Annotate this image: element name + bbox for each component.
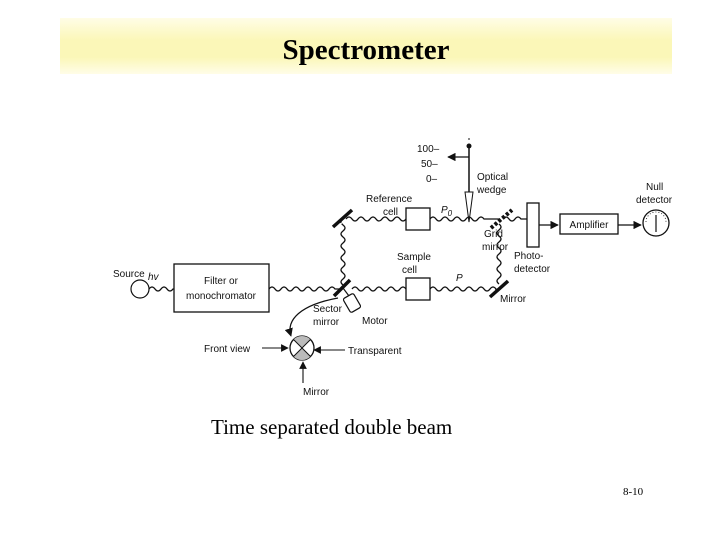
scale-tick-100: 100– — [417, 144, 440, 155]
optical-wedge-label-line1: Optical — [477, 172, 508, 183]
right-mirror-label: Mirror — [500, 294, 527, 305]
null-detector-label-line1: Null — [646, 182, 663, 193]
beam-sector-to-reference-mirror — [340, 218, 346, 286]
grid-mirror: Grid mirror — [482, 208, 514, 253]
reference-cell-label-line2: cell — [383, 207, 398, 218]
p-label: P — [456, 273, 463, 284]
page-number: 8-10 — [623, 486, 644, 498]
beam-source-filter — [148, 286, 174, 292]
hv-label: hv — [148, 272, 160, 283]
scale-tick-0: 0– — [426, 174, 438, 185]
sector-mirror-label-line1: Sector — [313, 304, 343, 315]
right-mirror: Mirror — [488, 279, 527, 305]
diagram-caption: Time separated double beam — [211, 415, 453, 439]
sample-cell-label-line1: Sample — [397, 252, 431, 263]
photodetector: Photo- detector — [514, 202, 551, 275]
reference-mirror — [331, 208, 355, 230]
optical-wedge: Optical wedge — [464, 172, 508, 223]
transparent-label: Transparent — [348, 346, 402, 357]
sample-cell: Sample cell P — [397, 252, 463, 301]
null-detector: Null detector — [636, 182, 673, 237]
scale-indicator: 100– 50– 0– — [417, 143, 472, 192]
front-view-label: Front view — [204, 344, 251, 355]
beam-reference-path — [345, 216, 500, 222]
source: Source hv — [113, 269, 160, 299]
beam-right-mirror-to-grid — [496, 223, 502, 285]
filter-monochromator-box: Filter or monochromator — [173, 263, 270, 313]
filter-label-line2: monochromator — [186, 291, 257, 302]
grid-mirror-label-line1: Grid — [484, 229, 503, 240]
beam-grid-to-photodetector — [502, 216, 527, 222]
photodetector-label-line1: Photo- — [514, 251, 543, 262]
sector-mirror-label-line2: mirror — [313, 317, 340, 328]
beam-sample-path — [351, 286, 498, 292]
reference-cell: Reference cell P0 — [366, 194, 453, 231]
mirror-bottom-label: Mirror — [303, 387, 330, 398]
sector-front-view — [289, 335, 315, 361]
source-label: Source — [113, 269, 145, 280]
slide-title: Spectrometer — [282, 34, 450, 66]
filter-label-line1: Filter or — [204, 276, 239, 287]
grid-mirror-label-line2: mirror — [482, 242, 509, 253]
sample-cell-label-line2: cell — [402, 265, 417, 276]
amplifier: Amplifier — [559, 213, 619, 235]
beam-filter-sector — [268, 286, 341, 292]
photodetector-label-line2: detector — [514, 264, 551, 275]
reference-cell-label-line1: Reference — [366, 194, 413, 205]
motor: Motor — [342, 293, 388, 327]
amplifier-label: Amplifier — [570, 220, 610, 231]
front-view-pointer — [284, 297, 339, 337]
motor-label: Motor — [362, 316, 388, 327]
null-detector-label-line2: detector — [636, 195, 673, 206]
scale-tick-50: 50– — [421, 159, 438, 170]
p0-label: P0 — [441, 205, 453, 218]
title-band: Spectrometer — [60, 18, 672, 74]
optical-wedge-label-line2: wedge — [476, 185, 507, 196]
